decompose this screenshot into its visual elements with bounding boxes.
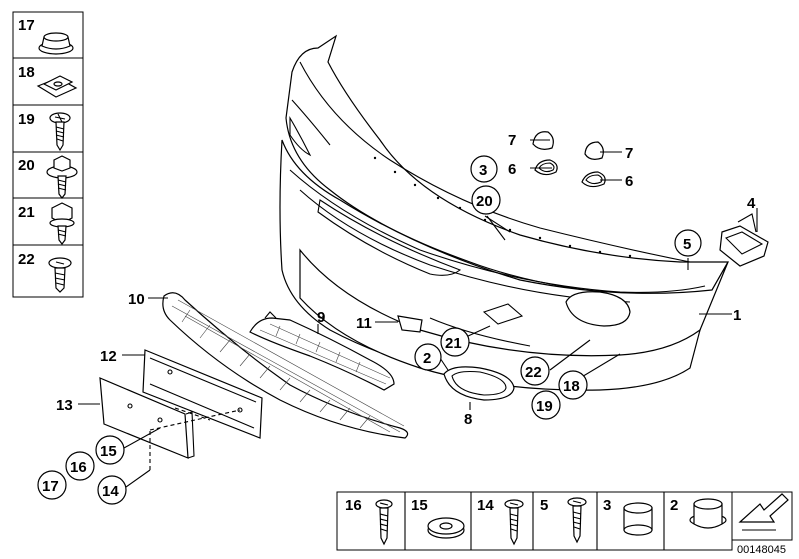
callout-2: 2 (423, 350, 431, 367)
callout-1: 1 (733, 307, 741, 324)
lower-grille-part (162, 292, 409, 439)
screw-icon (375, 499, 393, 546)
panel-label-18: 18 (18, 64, 35, 81)
callout-7b: 7 (625, 145, 633, 162)
panel-label-3: 3 (603, 497, 611, 514)
clip-nut-icon (36, 75, 78, 98)
side-parts-panel: 17 18 19 20 21 22 (12, 11, 84, 298)
callout-19: 19 (536, 398, 553, 415)
panel-label-5: 5 (540, 497, 548, 514)
callout-15: 15 (100, 443, 117, 460)
callout-3: 3 (479, 162, 487, 179)
diagram-id: 00148045 (737, 544, 786, 556)
circled-callouts: 3 20 5 21 2 22 18 19 15 16 17 14 (37, 155, 702, 505)
callout-20: 20 (476, 193, 493, 210)
panel-label-16: 16 (345, 497, 362, 514)
panel-label-2: 2 (670, 497, 678, 514)
hex-collar-screw-icon (46, 155, 78, 199)
callout-17: 17 (42, 478, 59, 495)
bumper-cover (279, 34, 730, 391)
cover-piece-part (397, 315, 423, 333)
panel-label-15: 15 (411, 497, 428, 514)
cap-grommet-icon (689, 498, 727, 529)
arrow-badge-icon (731, 491, 793, 541)
bottom-parts-panel: 16 15 14 5 3 2 (336, 491, 793, 556)
callout-9: 9 (317, 309, 325, 326)
callout-12: 12 (100, 348, 117, 365)
callout-5: 5 (683, 236, 691, 253)
upper-grille-part (249, 311, 395, 391)
screw-icon (504, 499, 524, 546)
screw-icon (567, 497, 587, 544)
callout-6a: 6 (508, 161, 516, 178)
callout-4: 4 (747, 195, 756, 212)
cap-grommet-icon (623, 502, 653, 536)
plate-bracket-part (142, 349, 263, 439)
callout-10: 10 (128, 291, 145, 308)
callout-6b: 6 (625, 173, 633, 190)
panel-label-19: 19 (18, 111, 35, 128)
panel-label-14: 14 (477, 497, 494, 514)
callout-22: 22 (525, 364, 542, 381)
panel-label-20: 20 (18, 157, 35, 174)
callout-21: 21 (445, 335, 462, 352)
callout-14: 14 (102, 483, 119, 500)
callout-8: 8 (464, 411, 472, 428)
panel-label-22: 22 (18, 251, 35, 268)
washer-icon (427, 517, 465, 539)
callout-13: 13 (56, 397, 73, 414)
callout-7a: 7 (508, 132, 516, 149)
grommet-icon (38, 32, 74, 55)
leader-lines (78, 139, 758, 488)
callout-18: 18 (563, 378, 580, 395)
callout-11: 11 (356, 315, 372, 332)
expanding-rivet-icon (48, 257, 72, 293)
screw-icon (49, 112, 71, 152)
fog-light-ring-part (443, 366, 515, 401)
hex-screw-icon (49, 202, 75, 245)
bracket-part (719, 213, 769, 267)
panel-label-17: 17 (18, 17, 35, 34)
callout-16: 16 (70, 459, 87, 476)
panel-label-21: 21 (18, 204, 35, 221)
callout-labels: 1 4 7 7 6 6 9 10 11 12 13 8 (56, 132, 756, 428)
